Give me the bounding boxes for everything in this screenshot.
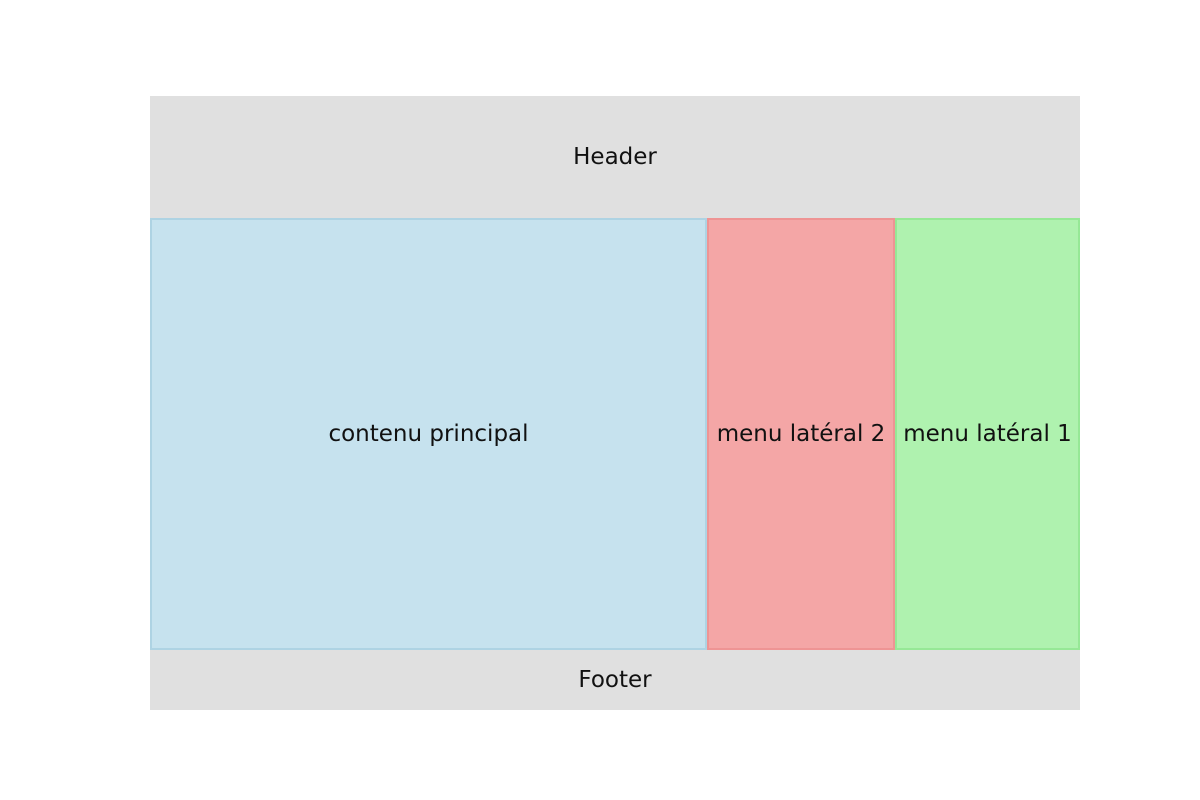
footer: Footer	[150, 650, 1080, 710]
footer-label: Footer	[578, 667, 652, 693]
header: Header	[150, 96, 1080, 218]
header-label: Header	[573, 144, 657, 170]
main-content-area: contenu principal	[150, 218, 707, 650]
sidebar-menu-1: menu latéral 1	[895, 218, 1080, 650]
sidebar-menu-2: menu latéral 2	[707, 218, 895, 650]
sidebar-menu-1-label: menu latéral 1	[903, 421, 1072, 447]
main-row: contenu principal menu latéral 2 menu la…	[150, 218, 1080, 650]
main-content-label: contenu principal	[328, 421, 529, 447]
page-layout-demo: Header contenu principal menu latéral 2 …	[150, 96, 1080, 710]
sidebar-menu-2-label: menu latéral 2	[716, 421, 886, 447]
